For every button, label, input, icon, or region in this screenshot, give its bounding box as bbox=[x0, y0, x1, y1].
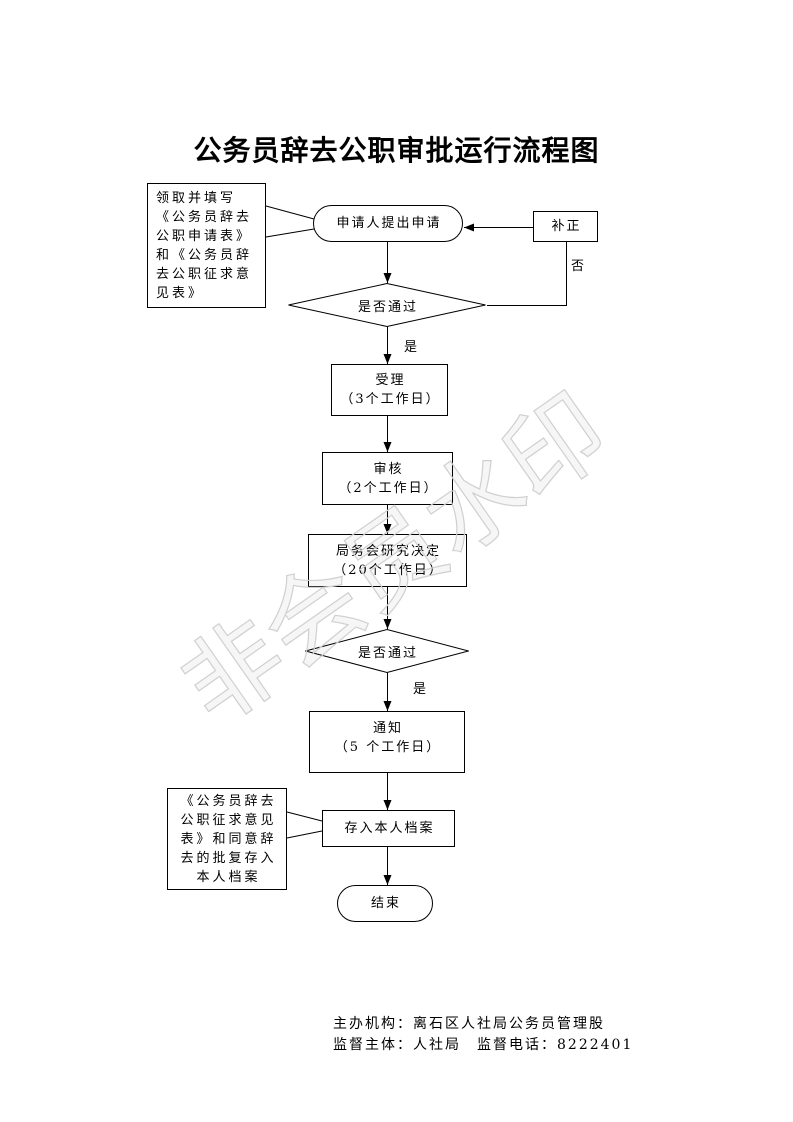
note-line: 公职征求意见 bbox=[180, 813, 277, 828]
node-review: 审核 （2个工作日） bbox=[322, 452, 453, 505]
node-decision: 局务会研究决定 （20个工作日） bbox=[308, 534, 467, 587]
footer-phone: 监督电话：8222401 bbox=[477, 1037, 634, 1053]
diamond-shape bbox=[288, 283, 486, 327]
node-check2-label: 是否通过 bbox=[357, 645, 418, 661]
page-title: 公务员辞去公职审批运行流程图 bbox=[193, 134, 600, 167]
node-review-duration: （2个工作日） bbox=[338, 480, 439, 496]
note-line: 去的批复存入 bbox=[180, 851, 277, 866]
edge-label-check1-no: 否 bbox=[571, 259, 585, 274]
note-line: 领取并填写 bbox=[156, 191, 237, 206]
node-decision-title: 局务会研究决定 bbox=[335, 543, 441, 559]
footer-supervision: 监督主体：人社局 监督电话：8222401 bbox=[333, 1036, 633, 1054]
node-start: 申请人提出申请 bbox=[313, 205, 463, 242]
edge-label-check2-yes: 是 bbox=[413, 682, 427, 697]
node-start-label: 申请人提出申请 bbox=[336, 216, 442, 231]
note-line: 见表》 bbox=[156, 286, 205, 301]
diamond-shape bbox=[305, 629, 469, 673]
note-line: 《公务员辞去 bbox=[180, 794, 277, 809]
node-supplement-label: 补正 bbox=[551, 219, 582, 234]
node-archive: 存入本人档案 bbox=[322, 810, 455, 847]
note-line: 去公职征求意 bbox=[156, 267, 253, 282]
node-decision-duration: （20个工作日） bbox=[333, 562, 444, 578]
callout-application-forms-lower bbox=[265, 228, 315, 238]
footer-supervisor: 监督主体：人社局 bbox=[333, 1037, 461, 1053]
callout-application-forms-upper bbox=[265, 205, 315, 220]
note-application-forms: 领取并填写 《公务员辞去 公职申请表》 和《公务员辞 去公职征求意 见表》 bbox=[147, 183, 266, 308]
line-check1-no-to-supplement bbox=[487, 242, 567, 306]
node-notify-title: 通知 bbox=[372, 721, 403, 736]
node-archive-label: 存入本人档案 bbox=[344, 821, 435, 836]
node-notify-duration: （5 个工作日） bbox=[334, 740, 442, 755]
node-accept-duration: （3个工作日） bbox=[340, 392, 441, 407]
callout-archive-documents-upper bbox=[286, 811, 323, 822]
note-archive-documents: 《公务员辞去 公职征求意见 表》和同意辞 去的批复存入 本人档案 bbox=[167, 788, 287, 890]
node-notify: 通知 （5 个工作日） bbox=[309, 711, 465, 773]
node-check1: 是否通过 bbox=[288, 283, 486, 327]
node-supplement: 补正 bbox=[533, 211, 598, 242]
note-line: 本人档案 bbox=[196, 870, 261, 885]
node-end-label: 结束 bbox=[370, 896, 401, 911]
edge-label-check1-yes: 是 bbox=[404, 340, 418, 355]
node-accept: 受理 （3个工作日） bbox=[331, 364, 448, 416]
callout-archive-documents-lower bbox=[286, 830, 323, 839]
node-accept-title: 受理 bbox=[375, 373, 406, 388]
node-check2: 是否通过 bbox=[305, 629, 469, 673]
note-line: 表》和同意辞 bbox=[180, 832, 277, 847]
node-end: 结束 bbox=[337, 885, 433, 922]
note-line: 公职申请表》 bbox=[156, 229, 253, 244]
footer-organizer: 主办机构：离石区人社局公务员管理股 bbox=[333, 1016, 605, 1032]
note-line: 和《公务员辞 bbox=[156, 248, 253, 263]
node-check1-label: 是否通过 bbox=[357, 299, 418, 315]
node-review-title: 审核 bbox=[373, 461, 404, 477]
note-line: 《公务员辞去 bbox=[156, 210, 253, 225]
